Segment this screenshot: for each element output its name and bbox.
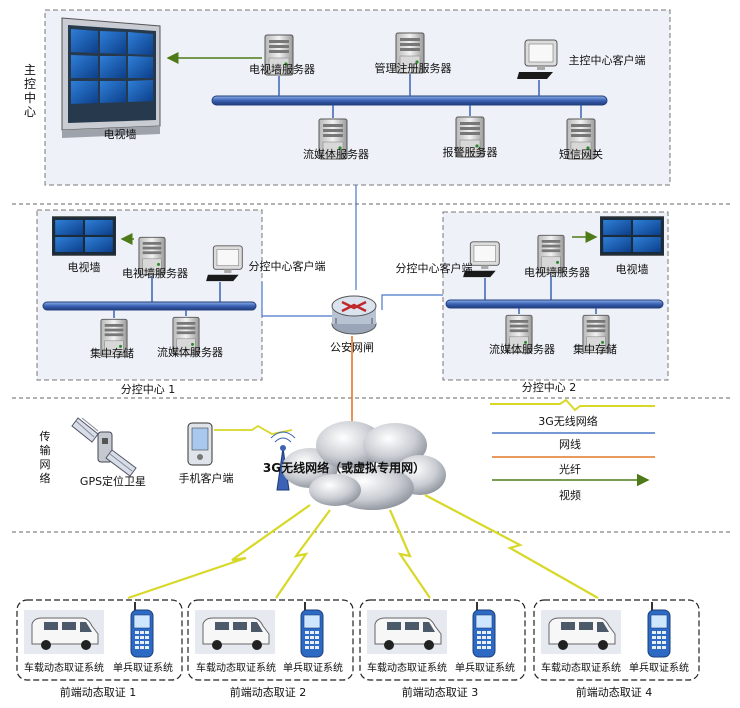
branch1-tvwall-label: 电视墙 bbox=[68, 260, 101, 274]
main-mgmt-server-label: 管理注册服务器 bbox=[375, 61, 452, 75]
vertical-char: 心 bbox=[24, 105, 36, 119]
front4-vehicle-label: 车载动态取证系统 bbox=[541, 661, 621, 674]
main-bus bbox=[211, 95, 608, 106]
gps-satellite-icon bbox=[71, 417, 137, 477]
main-tvwall-label: 电视墙 bbox=[104, 127, 137, 141]
vertical-char: 控 bbox=[24, 77, 36, 91]
phone-client-icon bbox=[187, 422, 213, 466]
phone-label: 手机客户端 bbox=[179, 471, 234, 485]
front2-mobile-icon bbox=[300, 602, 324, 658]
wireless-link-2 bbox=[275, 509, 331, 599]
front3-soldier-label: 单兵取证系统 bbox=[455, 661, 515, 674]
front-unit-3: 车载动态取证系统 单兵取证系统 前端动态取证 3 bbox=[359, 599, 526, 699]
front-unit-4: 车载动态取证系统 单兵取证系统 前端动态取证 4 bbox=[533, 599, 700, 699]
front2-vehicle-label: 车载动态取证系统 bbox=[196, 661, 276, 674]
zone-label-main: 主控中心 bbox=[24, 63, 36, 119]
legend-fiber-label: 光纤 bbox=[559, 462, 581, 476]
main-tvwall bbox=[61, 17, 161, 138]
branch2-caption: 分控中心 2 bbox=[522, 380, 577, 394]
branch1-stream-server-label: 流媒体服务器 bbox=[157, 345, 223, 359]
branch2-bus bbox=[445, 299, 664, 309]
legend-wireless-label: 3G无线网络 bbox=[538, 414, 598, 428]
front2-caption: 前端动态取证 2 bbox=[230, 685, 307, 699]
branch1-storage-label: 集中存储 bbox=[90, 346, 134, 360]
front4-mobile-icon bbox=[647, 602, 671, 658]
vertical-char: 传 bbox=[40, 430, 51, 443]
main-alarm-server-label: 报警服务器 bbox=[443, 145, 498, 159]
main-sms-gateway-label: 短信网关 bbox=[559, 147, 603, 161]
gateway-router-icon bbox=[331, 295, 377, 335]
branch2-stream-server-label: 流媒体服务器 bbox=[489, 342, 555, 356]
front-unit-2: 车载动态取证系统 单兵取证系统 前端动态取证 2 bbox=[187, 599, 354, 699]
legend-video-label: 视频 bbox=[559, 488, 581, 502]
branch2-tvwall-label: 电视墙 bbox=[616, 262, 649, 276]
branch2-to-gateway-wire bbox=[381, 294, 443, 310]
legend: 3G无线网络 网线 光纤 视频 bbox=[490, 398, 655, 502]
cloud-label: 3G无线网络（或虚拟专用网） bbox=[263, 460, 425, 475]
front4-van-icon bbox=[541, 610, 621, 654]
front1-soldier-label: 单兵取证系统 bbox=[113, 661, 173, 674]
branch1-to-gateway-wire bbox=[261, 282, 333, 317]
vertical-char: 输 bbox=[40, 443, 51, 457]
wireless-link-1 bbox=[127, 504, 311, 600]
gps-label: GPS定位卫星 bbox=[80, 474, 146, 488]
main-stream-server-label: 流媒体服务器 bbox=[303, 147, 369, 161]
vertical-char: 中 bbox=[24, 90, 36, 105]
front3-vehicle-label: 车载动态取证系统 bbox=[367, 661, 447, 674]
front1-vehicle-label: 车载动态取证系统 bbox=[24, 661, 104, 674]
branch2-tv-server-label: 电视墙服务器 bbox=[524, 265, 590, 279]
front4-caption: 前端动态取证 4 bbox=[576, 685, 653, 699]
front-unit-1: 车载动态取证系统 单兵取证系统 前端动态取证 1 bbox=[16, 599, 183, 699]
front4-soldier-label: 单兵取证系统 bbox=[629, 661, 689, 674]
cloud-icon bbox=[282, 421, 446, 510]
main-client-label: 主控中心客户端 bbox=[569, 53, 646, 67]
branch2-client-label: 分控中心客户端 bbox=[396, 261, 473, 275]
branch1-bus bbox=[42, 301, 257, 311]
front1-caption: 前端动态取证 1 bbox=[60, 685, 137, 699]
front3-van-icon bbox=[367, 610, 447, 654]
front2-soldier-label: 单兵取证系统 bbox=[283, 661, 343, 674]
vertical-char: 主 bbox=[24, 63, 36, 77]
legend-wire-label: 网线 bbox=[559, 437, 581, 451]
main-tv-server-label: 电视墙服务器 bbox=[249, 62, 315, 76]
front2-van-icon bbox=[195, 610, 275, 654]
wireless-link-3 bbox=[388, 509, 431, 599]
wireless-link-4 bbox=[424, 494, 599, 599]
legend-wireless-swatch bbox=[490, 398, 655, 412]
branch1-client-label: 分控中心客户端 bbox=[249, 259, 326, 273]
branch2-tvwall-icon bbox=[600, 216, 664, 256]
front3-caption: 前端动态取证 3 bbox=[402, 685, 479, 699]
branch1-tvwall-icon bbox=[52, 216, 116, 256]
vertical-char: 网 bbox=[40, 458, 51, 471]
front3-mobile-icon bbox=[472, 602, 496, 658]
front1-van-icon bbox=[24, 610, 104, 654]
vertical-char: 络 bbox=[40, 471, 51, 485]
front1-mobile-icon bbox=[130, 602, 154, 658]
zone-label-transport-text: 传输网络 bbox=[40, 430, 51, 485]
branch1-tv-server-label: 电视墙服务器 bbox=[122, 266, 188, 280]
branch2-storage-label: 集中存储 bbox=[573, 342, 617, 356]
branch1-caption: 分控中心 1 bbox=[121, 382, 176, 396]
